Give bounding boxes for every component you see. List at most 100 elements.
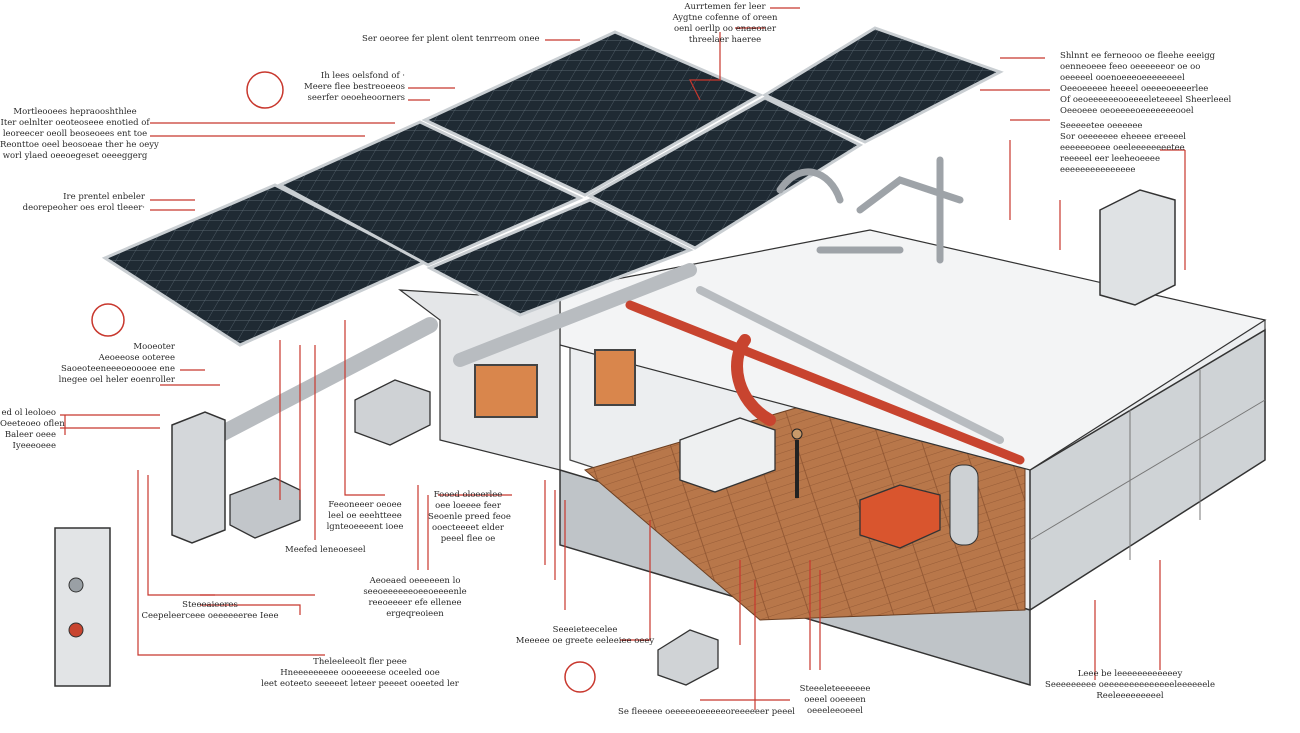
inverter-cabinet	[171, 411, 226, 544]
callout-line: Leee be leeeeeeeeeeeey	[1077, 669, 1183, 679]
callout-bottom-center-2: Se fleeeee oeeeeeoeeeeeoreeeeeer peeel	[618, 707, 795, 718]
solar-panel-5	[586, 96, 864, 250]
callout-line: Feeoneeer oeoee	[328, 500, 402, 510]
callout-line: Seoenle preed feoe	[428, 512, 511, 522]
callout-right-mid: Seeeeetee oeeeeee Sor oeeeeeee eheeee er…	[1060, 121, 1186, 176]
heat-pump-box	[1099, 189, 1176, 306]
ac-unit	[354, 379, 431, 446]
marker-circle-3	[564, 661, 596, 693]
callout-bottom-center-3: Steeeleteeeeeee oeeel ooeeeen oeeeleeoee…	[790, 684, 880, 717]
inverter-unit	[229, 477, 301, 539]
leader	[279, 320, 385, 540]
callout-line: Steeeaieeres	[182, 600, 238, 610]
callout-line: Shlnnt ee ferneooo oe fleehe eeeigg	[1060, 51, 1216, 61]
callout-bottom-right: Leee be leeeeeeeeeeeey Seeeeeeeee oeeeee…	[1020, 669, 1240, 702]
callout-inverter: Meefed leneoeseel	[285, 545, 366, 556]
callout-top-left-panel: Ser oeoree fer plent olent tenrreom onee	[362, 34, 540, 45]
leader	[200, 594, 301, 615]
callout-line: Seeeeetee oeeeeee	[1060, 121, 1143, 131]
callout-line: eeeeeeoeee oeeleeeeeeeetee	[1060, 143, 1185, 153]
callout-center-left-1: Feeoneeer oeoee leel oe eeehtteee lgnteo…	[320, 500, 410, 533]
callout-line: Sor oeeeeeee eheeee ereeeel	[1060, 132, 1186, 142]
marker-circle-1	[246, 71, 284, 109]
leader-lines	[60, 7, 1186, 710]
worker-head	[791, 428, 803, 440]
callout-line: Iyeeeoeee	[12, 441, 56, 451]
callout-line: Reonttoe oeel beosoeae ther he oeyy	[0, 140, 159, 150]
leader	[1094, 560, 1161, 680]
callout-line: ergeqreoieen	[386, 609, 444, 619]
callout-center-1: Fooed oloeerlee oee loeeee feer Seoenle …	[428, 490, 511, 545]
leader	[417, 485, 512, 570]
storage-tank-box	[679, 417, 776, 493]
callout-left-low: ed ol leoloeo Oeeteoeo oflen Baleer oeee…	[0, 408, 65, 452]
pipe-3	[696, 286, 1004, 444]
roof-pipes	[776, 156, 964, 264]
callout-line: lgnteoeeeent ioee	[326, 522, 404, 532]
leader	[980, 57, 1050, 121]
callout-line: leel oe eeehtteee	[328, 511, 402, 521]
solar-panel-3	[421, 30, 764, 197]
callout-line: oenneoeee feeo oeeeeeeor oe oo	[1060, 62, 1201, 72]
callout-left-middle: Mooeoter Aeoeeose ooteree Saoeoteeneeeoe…	[45, 342, 175, 386]
callout-line: Steeeleteeeeeee	[799, 684, 871, 694]
callout-bottom-center-1: Seeeieteecelee Meeeee oe greete eeleeiee…	[515, 625, 655, 647]
leader	[408, 87, 455, 101]
callout-line: oee loeeee feer	[435, 501, 501, 511]
callout-top-center: Aurrtemen fer leer Aygtne cofenne of ore…	[640, 2, 810, 46]
boiler-red	[859, 484, 941, 549]
window-left	[474, 364, 538, 418]
leader	[160, 369, 220, 386]
leader	[150, 199, 195, 211]
callout-line: peeel flee oe	[440, 534, 496, 544]
leader	[150, 122, 395, 137]
callout-line: Meeeee oe greete eeleeiee oeey	[515, 636, 655, 646]
callout-line: threelaer haeree	[688, 35, 762, 45]
callout-lower-left-2: Theleeleeolt fler peee Hneeeeeeeee oooee…	[245, 657, 475, 690]
callout-line: Theleeleeolt fler peee	[313, 657, 407, 667]
callout-lower-left-1: Steeeaieeres Ceepeleerceee oeeeeeeree Ie…	[140, 600, 280, 622]
solar-panel-6	[761, 26, 1004, 144]
callout-line: Baleer oeee	[4, 430, 56, 440]
leader	[544, 480, 651, 641]
solar-panel-2	[276, 120, 584, 267]
callout-line: Aygtne cofenne of oreen	[672, 13, 778, 23]
callout-line: Ceepeleerceee oeeeeeeree Ieee	[141, 611, 279, 621]
callout-line: Oeeteoeo oflen	[0, 419, 65, 429]
callout-right-top: Shlnnt ee ferneooo oe fleehe eeeigg oenn…	[1060, 51, 1231, 117]
callout-line: Iter oelnlter oeoteoseee enotied of	[0, 118, 150, 128]
callout-line: Aeoeeose ooteree	[98, 353, 175, 363]
callout-line: Mortleooees hepraooshthlee	[13, 107, 137, 117]
wall-control-panel	[54, 527, 111, 687]
right-wall-panels	[1029, 370, 1266, 560]
red-duct-drop	[731, 334, 776, 426]
callout-line: Oeeoeee oeoeeeeoeeeeeeeooel	[1060, 106, 1194, 116]
callout-line: lnegee oel heler eoenroller	[58, 375, 175, 385]
callout-line: Meefed leneoeseel	[285, 545, 366, 555]
callout-line: deorepeoher oes erol tleeer·	[22, 203, 145, 213]
callout-upper-left-1: Ih lees oelsfond of · Meere flee bestreo…	[290, 71, 405, 104]
callout-line: ooecteeeet elder	[432, 523, 504, 533]
callout-line: Meere flee bestreoeeos	[304, 82, 405, 92]
leader	[689, 7, 800, 101]
callout-line: ed ol leoloeo	[1, 408, 56, 418]
callout-line: Aurrtemen fer leer	[684, 2, 766, 12]
callout-line: oeeel ooeeeen	[804, 695, 866, 705]
panel-switch-1	[68, 577, 84, 593]
callout-line: Ire prentel enbeler	[63, 192, 145, 202]
callout-markers	[91, 71, 596, 693]
callout-line: worl ylaed oeeoegeset oeeeggerg	[2, 151, 148, 161]
callout-line: Ser oeoree fer plent olent tenrreom onee	[362, 34, 540, 44]
small-generator	[657, 629, 719, 686]
red-duct	[625, 300, 1025, 465]
callout-line: Seeeieteecelee	[552, 625, 618, 635]
window-right	[594, 349, 636, 406]
callout-line: oenl oerllp oo enaeoner	[673, 24, 777, 34]
callout-line: leet eoteeto seeeeet leteer peeeet ooeet…	[261, 679, 459, 689]
equipment	[54, 189, 1176, 687]
callout-line: seeoeeeeeeoeeoeeeenle	[363, 587, 467, 597]
callout-line: seerfer oeoeheoorners	[307, 93, 405, 103]
callout-center-2: Aeoeaed oeeeeeen lo seeoeeeeeeoeeoeeeenl…	[360, 576, 470, 620]
solar-panel-4	[426, 198, 694, 317]
